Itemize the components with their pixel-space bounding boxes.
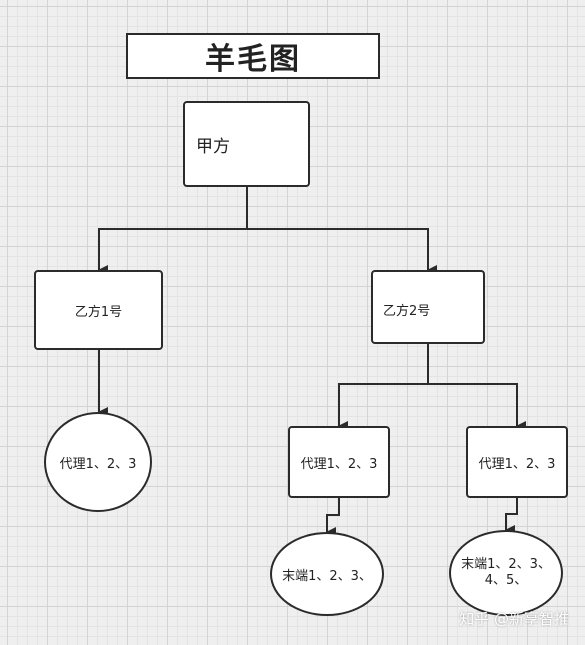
node-moduan-a-label: 末端1、2、3、 [282,568,372,584]
node-daili-a-label: 代理1、2、3 [59,456,137,472]
node-jiafang-label: 甲方 [196,136,230,157]
node-daili-b[interactable]: 代理1、2、3 [288,426,390,498]
node-yi2[interactable]: 乙方2号 [371,270,485,344]
edge-daili-c-moduan-b [505,498,518,535]
node-moduan-a[interactable]: 末端1、2、3、 [270,532,384,616]
edge-daili-b-moduan-a [326,498,340,537]
edge-jiafang-yi2 [247,228,437,275]
node-daili-b-label: 代理1、2、3 [300,456,378,472]
diagram-title: 羊毛图 [126,33,380,79]
edge-yi2-daili-c [428,383,526,431]
node-daili-c[interactable]: 代理1、2、3 [466,426,568,498]
node-yi1[interactable]: 乙方1号 [34,270,163,350]
node-moduan-b[interactable]: 末端1、2、3、4、5、 [449,530,563,616]
node-jiafang[interactable]: 甲方 [183,101,310,187]
node-moduan-b-label: 末端1、2、3、4、5、 [461,556,551,588]
node-yi1-label: 乙方1号 [74,304,123,320]
edge-yi2-daili-b [338,344,429,431]
node-daili-a[interactable]: 代理1、2、3 [44,412,152,512]
watermark: 知乎 @新享智推 [459,610,569,628]
node-daili-c-label: 代理1、2、3 [478,456,556,472]
edge-jiafang-yi1 [98,187,248,275]
node-yi2-label: 乙方2号 [383,304,431,319]
